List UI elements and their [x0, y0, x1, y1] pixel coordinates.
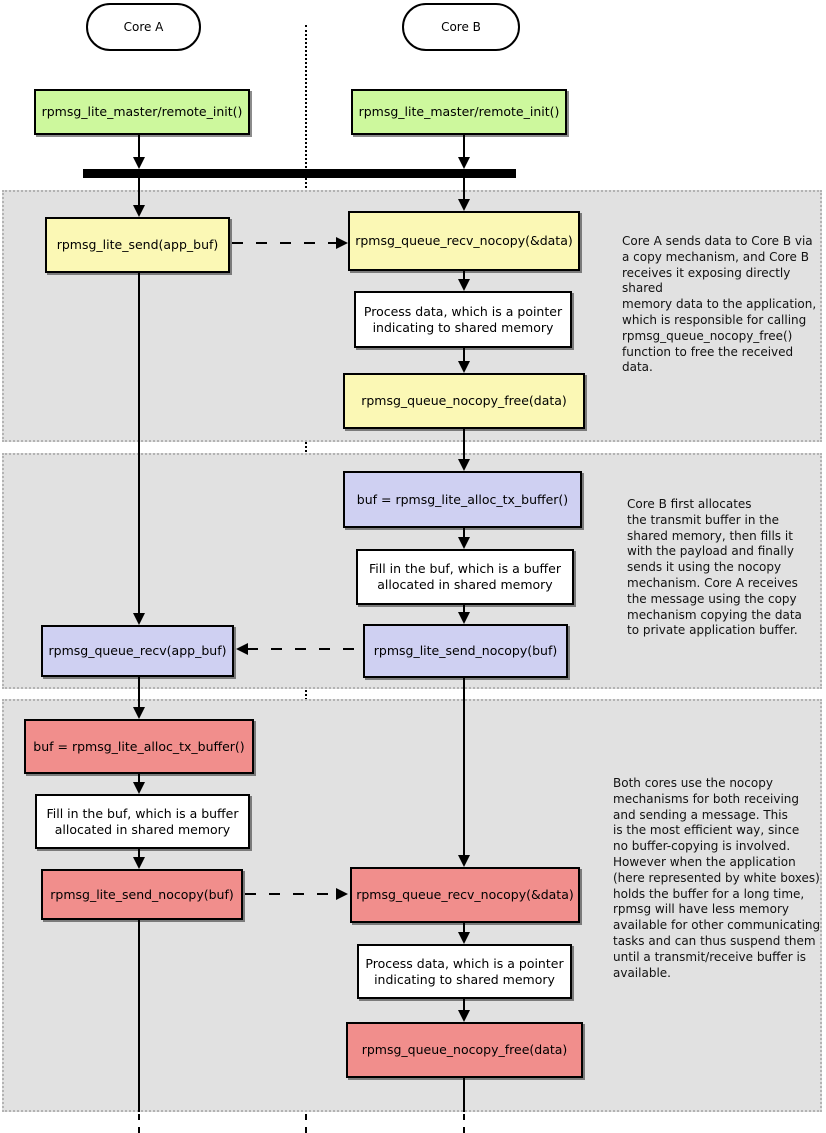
- arrow-down-icon: [458, 932, 470, 944]
- lifeline-core-b-continued: [463, 1114, 465, 1133]
- lifeline-core-b: [463, 1078, 465, 1112]
- arrow-down-icon: [458, 612, 470, 624]
- flow-line: [138, 135, 140, 158]
- arrow-down-icon: [133, 857, 145, 869]
- box-rpmsg-queue-recv-nocopy-b: rpmsg_queue_recv_nocopy(&data): [350, 867, 580, 923]
- lifeline-core-a-continued: [138, 1114, 140, 1133]
- init-box-core-b: rpmsg_lite_master/remote_init(): [351, 89, 567, 135]
- box-fill-buf-a: Fill in the buf, which is a buffer alloc…: [35, 794, 250, 849]
- lane-core-b-label: Core B: [441, 20, 481, 34]
- flow-line: [463, 605, 465, 613]
- arrow-down-icon: [458, 459, 470, 471]
- box-rpmsg-lite-send-nocopy-a: rpmsg_lite_send_nocopy(buf): [41, 869, 243, 920]
- box-rpmsg-queue-nocopy-free: rpmsg_queue_nocopy_free(data): [343, 373, 585, 429]
- flow-line: [463, 271, 465, 280]
- init-box-core-a: rpmsg_lite_master/remote_init(): [34, 89, 250, 135]
- arrow-down-icon: [458, 279, 470, 291]
- arrow-down-icon: [133, 782, 145, 794]
- sync-bar: [83, 169, 516, 178]
- flow-line: [463, 528, 465, 538]
- arrow-down-icon: [458, 537, 470, 549]
- box-process-data: Process data, which is a pointer indicat…: [354, 291, 572, 348]
- flow-line: [463, 178, 465, 200]
- lifeline-core-a: [138, 273, 140, 614]
- flow-line: [463, 135, 465, 158]
- arrow-right-icon: [336, 888, 348, 900]
- lifeline-core-b: [463, 678, 465, 856]
- message-nocopy-both-line: [245, 893, 337, 895]
- message-copy-send-line: [232, 242, 337, 244]
- flow-line: [138, 178, 140, 206]
- lane-core-a-label: Core A: [123, 20, 164, 34]
- arrow-right-icon: [336, 237, 348, 249]
- box-rpmsg-queue-recv-nocopy: rpmsg_queue_recv_nocopy(&data): [348, 211, 580, 271]
- box-rpmsg-queue-nocopy-free-b: rpmsg_queue_nocopy_free(data): [346, 1022, 583, 1078]
- arrow-down-icon: [458, 199, 470, 211]
- box-alloc-tx-buffer-b: buf = rpmsg_lite_alloc_tx_buffer(): [343, 471, 582, 528]
- arrow-down-icon: [133, 157, 145, 169]
- box-rpmsg-lite-send-nocopy-b: rpmsg_lite_send_nocopy(buf): [363, 624, 568, 678]
- box-alloc-tx-buffer-a: buf = rpmsg_lite_alloc_tx_buffer(): [24, 719, 254, 774]
- flow-line: [138, 677, 140, 708]
- flow-line: [463, 348, 465, 362]
- flow-line: [463, 923, 465, 933]
- note-copy-send: Core A sends data to Core B via a copy m…: [622, 234, 817, 375]
- box-rpmsg-queue-recv-a: rpmsg_queue_recv(app_buf): [41, 625, 234, 677]
- box-fill-buf-b: Fill in the buf, which is a buffer alloc…: [356, 549, 574, 605]
- lifeline-core-a: [138, 920, 140, 1112]
- flow-line: [463, 999, 465, 1011]
- flow-line: [463, 429, 465, 460]
- note-nocopy-both: Both cores use the nocopy mechanisms for…: [613, 776, 821, 980]
- arrow-down-icon: [458, 157, 470, 169]
- note-nocopy-send: Core B first allocates the transmit buff…: [627, 497, 802, 638]
- arrow-down-icon: [133, 613, 145, 625]
- flow-line: [138, 774, 140, 783]
- lane-core-b: Core B: [402, 3, 520, 51]
- arrow-down-icon: [458, 1010, 470, 1022]
- arrow-left-icon: [236, 643, 248, 655]
- flow-line: [138, 849, 140, 857]
- arrow-down-icon: [458, 361, 470, 373]
- box-process-data-b: Process data, which is a pointer indicat…: [357, 944, 572, 999]
- arrow-down-icon: [133, 707, 145, 719]
- message-nocopy-send-line: [247, 648, 362, 650]
- arrow-down-icon: [458, 855, 470, 867]
- lane-core-a: Core A: [86, 3, 201, 51]
- core-separator-continued: [305, 1114, 307, 1133]
- box-rpmsg-lite-send: rpmsg_lite_send(app_buf): [45, 217, 230, 273]
- arrow-down-icon: [133, 205, 145, 217]
